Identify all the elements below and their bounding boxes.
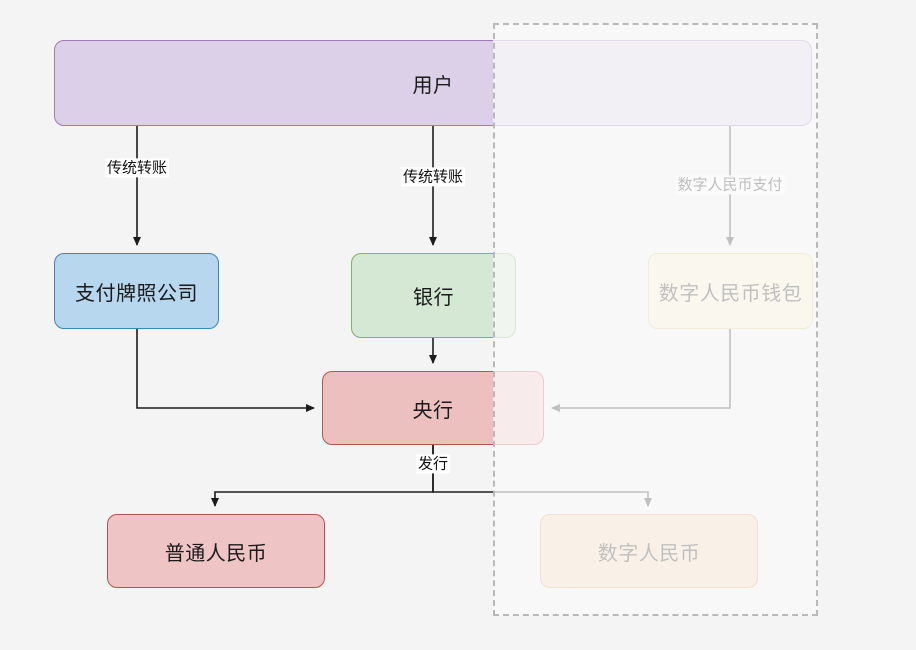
node-user[interactable]: 用户 (54, 40, 812, 126)
edge-central-bank-to-digital-rmb (432, 445, 652, 507)
node-central-bank[interactable]: 央行 (322, 371, 544, 445)
node-central-bank-label: 央行 (412, 399, 454, 422)
node-ordinary-rmb-label: 普通人民币 (164, 542, 268, 565)
edge-label-central-bank-to-ordinary-rmb: 发行 (415, 454, 451, 474)
node-digital-rmb-wallet[interactable]: 数字人民币钱包 (648, 253, 813, 329)
node-digital-rmb-wallet-label: 数字人民币钱包 (658, 282, 803, 305)
node-digital-rmb[interactable]: 数字人民币 (540, 514, 758, 588)
edge-payment-license-to-central-bank (136, 329, 315, 412)
node-payment-license-company-label: 支付牌照公司 (75, 282, 198, 305)
edge-label-user-to-bank: 传统转账 (400, 167, 466, 187)
node-digital-rmb-label: 数字人民币 (597, 542, 701, 565)
edge-central-bank-to-ordinary-rmb (211, 445, 434, 507)
edge-label-user-to-payment-license: 传统转账 (104, 158, 170, 178)
node-bank[interactable]: 银行 (351, 253, 516, 338)
node-user-label: 用户 (412, 74, 454, 97)
node-bank-label: 银行 (413, 287, 454, 309)
node-ordinary-rmb[interactable]: 普通人民币 (107, 514, 325, 588)
node-payment-license-company[interactable]: 支付牌照公司 (54, 253, 219, 329)
edge-label-user-to-wallet: 数字人民币支付 (675, 175, 785, 195)
edge-wallet-to-central-bank (551, 329, 731, 412)
